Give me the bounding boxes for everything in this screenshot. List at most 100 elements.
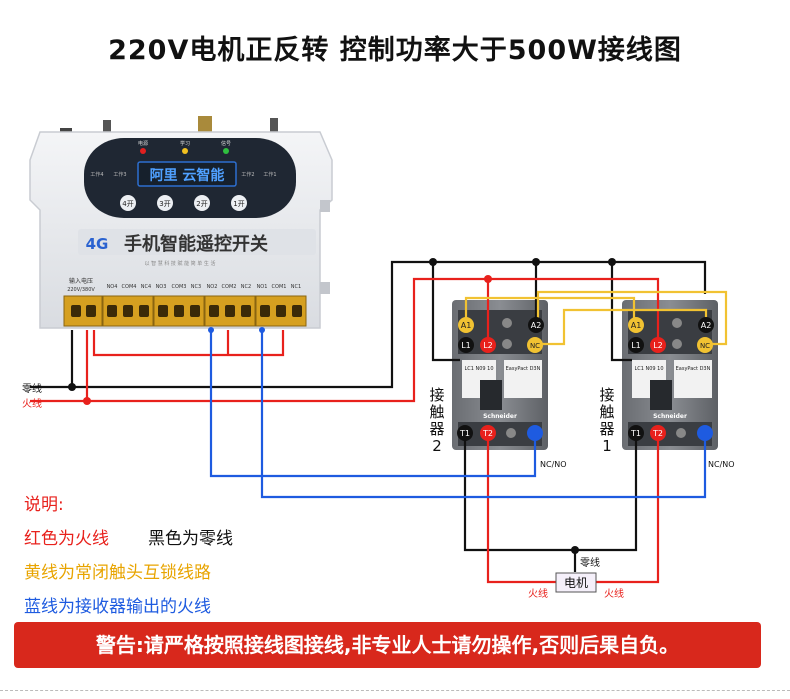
work-label: 工作2 (241, 171, 254, 178)
contactor-series: EasyPact D3N (506, 366, 541, 372)
live-wire-com-bus (92, 330, 285, 357)
output-wire-1 (260, 330, 707, 499)
terminal-label: NO2 (207, 284, 218, 290)
motor: 零线 电机 火线 火线 (528, 556, 624, 600)
contactor-window (480, 380, 502, 410)
terminal-label: NO3 (156, 284, 167, 290)
contactor-1-label-char: 1 (602, 437, 612, 455)
contactor-1-label-char: 触 (599, 403, 614, 421)
learn-led-label: 学习 (180, 140, 190, 147)
signal-led-label: 信号 (221, 140, 231, 147)
work-label: 工作4 (90, 171, 103, 178)
brand-text: 阿里 云智能 (150, 167, 225, 184)
terminal-label: COM3 (172, 284, 187, 290)
terminal-a2: A2 (531, 321, 542, 330)
interlock-wire-nc2 (538, 308, 708, 346)
button-3[interactable]: 3开 (157, 195, 173, 211)
live-motor-wire-left (486, 436, 558, 584)
terminal-t1: T1 (630, 429, 641, 438)
contactor-2-label-char: 2 (432, 437, 442, 455)
contactor-labels: 接 触 器 2 接 触 器 1 (429, 386, 614, 455)
button-2[interactable]: 2开 (194, 195, 210, 211)
terminal-nc-no (697, 425, 713, 441)
live-motor-wire-right (596, 436, 660, 584)
motor-neutral-label: 零线 (580, 556, 600, 569)
contactor-2-label-char: 器 (429, 420, 444, 438)
learn-led (182, 148, 188, 154)
terminal-label: COM4 (122, 284, 137, 290)
terminal-nc: NC (530, 342, 540, 350)
module-ear (320, 282, 330, 294)
contactor-nameplate (674, 360, 712, 398)
live-line-label: 火线 (22, 397, 42, 410)
page-title: 220V电机正反转 控制功率大于500W接线图 (108, 35, 682, 66)
antenna-connector (198, 116, 212, 134)
terminal-t1: T1 (459, 429, 470, 438)
terminal-label: NO1 (257, 284, 268, 290)
terminal-l1: L1 (461, 341, 471, 350)
brand-screen (137, 161, 237, 187)
remote-switch-module: 电源 学习 信号 工作4 工作3 工作2 工作1 阿里 云智能 4开 3开 2开… (29, 116, 333, 329)
terminal-label: COM2 (222, 284, 237, 290)
output-wire-2 (209, 330, 537, 478)
contactor-model: LC1 N09 10 (464, 366, 493, 372)
terminal-l2: L2 (483, 341, 493, 350)
module-slogan: 以 智 慧 科 技 赋 能 简 单 生 活 (145, 260, 216, 267)
legend-yellow: 黄线为常闭触头互锁线路 (24, 563, 211, 583)
signal-led (223, 148, 229, 154)
button-4[interactable]: 4开 (120, 195, 136, 211)
wires (30, 260, 728, 584)
4g-badge: 4G (86, 235, 109, 253)
terminal-block-input (63, 295, 103, 327)
bottom-divider (0, 690, 790, 691)
input-voltage-label: 输入电压 (69, 277, 93, 285)
contactor-2-label-char: 触 (429, 403, 444, 421)
antenna-stub (103, 120, 111, 134)
legend-blue: 蓝线为接收器输出的火线 (24, 597, 211, 617)
motor-live-right-label: 火线 (604, 587, 624, 600)
button-label: 3开 (159, 200, 170, 208)
work-label: 工作3 (113, 171, 126, 178)
terminal-label: NO4 (107, 284, 118, 290)
terminal-a1: A1 (631, 321, 642, 330)
interlock-wire-nc1 (536, 290, 728, 346)
neutral-wire-l1-1 (610, 262, 632, 362)
contactor-1-terminals: A1 L1 L2 NC A2 T1 T2 (628, 317, 714, 441)
nc-no-label-2: NC/NO (540, 460, 567, 469)
button-1[interactable]: 1开 (231, 195, 247, 211)
power-led-label: 电源 (138, 140, 148, 147)
power-led (140, 148, 146, 154)
legend-heading: 说明: (24, 495, 64, 515)
neutral-motor-wire (463, 436, 638, 552)
live-wire-main (30, 277, 660, 403)
button-label: 4开 (122, 200, 133, 208)
module-name: 手机智能遥控开关 (124, 233, 268, 255)
contactor-window (650, 380, 672, 410)
terminal-nc: NC (700, 342, 710, 350)
contactor-series: EasyPact D3N (676, 366, 711, 372)
neutral-wire-l1-2 (431, 262, 460, 362)
module-ear (320, 200, 330, 212)
terminal-screws (71, 305, 302, 317)
terminal-nc-no (527, 425, 543, 441)
input-voltage-value: 220V/380V (67, 287, 95, 293)
contactor-1-label-char: 接 (599, 386, 614, 404)
legend-red: 红色为火线 (24, 529, 109, 549)
terminal-t2: T2 (482, 429, 493, 438)
terminal-l2: L2 (653, 341, 663, 350)
terminal-t2: T2 (652, 429, 663, 438)
antenna-stub-right (270, 118, 278, 132)
warning-banner: 警告:请严格按照接线图接线,非专业人士请勿操作,否则后果自负。 (14, 622, 761, 668)
terminal-a1: A1 (461, 321, 472, 330)
contactor-nameplate (504, 360, 542, 398)
junctions (68, 258, 616, 554)
contactor-model: LC1 N09 10 (634, 366, 663, 372)
work-label: 工作1 (263, 171, 276, 178)
contactor-brand: Schneider (483, 413, 517, 420)
motor-box (555, 572, 597, 593)
motor-label: 电机 (564, 576, 588, 590)
terminal-label: NC1 (291, 284, 301, 290)
contactor-2-label-char: 接 (429, 386, 444, 404)
name-plate (78, 229, 316, 255)
